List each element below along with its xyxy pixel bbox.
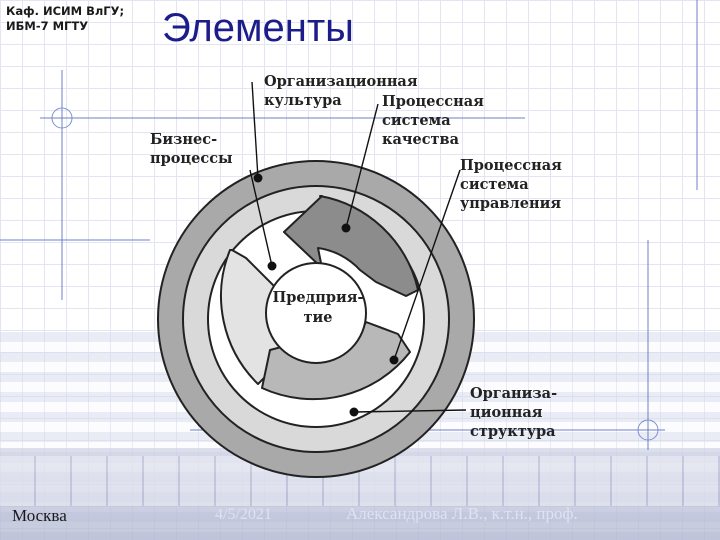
leader-management-system xyxy=(389,169,461,365)
label-quality-system: Процессная система качества xyxy=(382,93,484,148)
footer-date: 4/5/2021 xyxy=(215,506,272,523)
label-management-system: Процессная система управления xyxy=(460,157,562,212)
department-line-1: Каф. ИСИМ ВлГУ; xyxy=(6,4,125,18)
department-line-2: ИБМ-7 МГТУ xyxy=(6,19,89,33)
department-info: Каф. ИСИМ ВлГУ; ИБМ-7 МГТУ xyxy=(6,4,124,34)
leader-org-culture xyxy=(251,81,263,183)
leader-org-structure xyxy=(349,407,467,417)
leader-quality-system xyxy=(341,103,379,233)
center-circle xyxy=(265,262,367,364)
label-org-culture: Организационная культура xyxy=(264,73,418,109)
label-business-processes: Бизнес- процессы xyxy=(150,131,233,167)
label-org-structure: Организа- ционная структура xyxy=(470,385,558,440)
footer-city: Москва xyxy=(12,506,67,525)
label-enterprise: Предприя- тие xyxy=(272,289,364,326)
slide-title: Элементы xyxy=(162,6,354,50)
footer-author: Александрова Л.В., к.т.н., проф. xyxy=(346,504,578,523)
leader-business-processes xyxy=(249,169,277,271)
